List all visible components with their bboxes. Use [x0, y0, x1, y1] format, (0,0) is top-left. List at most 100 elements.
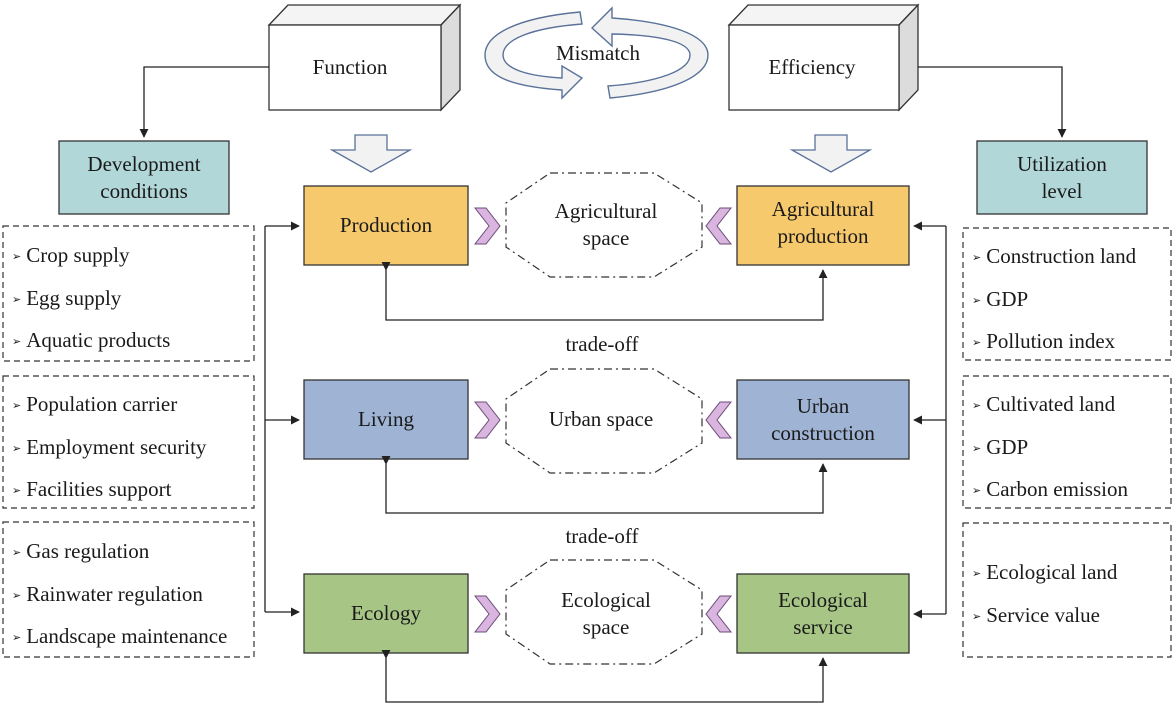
- bullet-arrow-icon: ➢: [12, 441, 22, 455]
- space-label: Agricultural: [555, 199, 658, 223]
- living-label: Living: [358, 407, 414, 431]
- left-list-box: [2, 225, 255, 362]
- right-list-box: [962, 227, 1172, 361]
- space-label: space: [583, 615, 630, 639]
- bullet-arrow-icon: ➢: [972, 484, 982, 497]
- side-box-line: Development: [87, 152, 200, 176]
- list-item-label: Ecological land: [986, 560, 1118, 584]
- list-item-label: Landscape maintenance: [26, 624, 228, 648]
- mismatch-label: Mismatch: [556, 41, 640, 65]
- left-list-box: [2, 521, 255, 658]
- right-list-ecology: ➢ Ecological land ➢ Service value: [972, 553, 1117, 638]
- right-list-production: ➢ Construction land ➢ GDP ➢ Pollution index: [972, 237, 1136, 365]
- tradeoff-connector: [381, 261, 828, 321]
- list-item-label: Gas regulation: [26, 539, 150, 563]
- efficiency-box-line: Agricultural: [772, 197, 875, 221]
- left-list-living: ➢ Population carrier ➢ Employment security…: [12, 385, 206, 513]
- list-item: ➢Aquatic products: [12, 321, 170, 364]
- living-box: [303, 379, 469, 460]
- bullet-arrow-icon: ➢: [12, 484, 22, 497]
- ecology-label: Ecology: [351, 601, 421, 625]
- list-item: ➢ GDP: [972, 280, 1136, 323]
- ecological-space-octagon: [505, 559, 703, 665]
- list-item-label: Pollution index: [986, 329, 1116, 353]
- space-label: Ecological: [561, 588, 651, 612]
- list-item-label: Employment security: [26, 434, 207, 459]
- list-item: ➢Carbon emission: [972, 470, 1128, 513]
- list-item-label: GDP: [986, 286, 1029, 311]
- bullet-arrow-icon: ➢: [972, 336, 982, 349]
- chevron-left-icon: [705, 595, 733, 633]
- utilization-level-box: Utilization level: [976, 140, 1148, 215]
- chevron-right-icon: [473, 401, 501, 439]
- list-item: ➢ Population carrier: [12, 385, 206, 428]
- bullet-arrow-icon: ➢: [972, 609, 982, 623]
- right-list-box: [962, 522, 1172, 658]
- efficiency-box-line: production: [778, 224, 869, 248]
- tradeoff-label: trade-off: [565, 332, 638, 356]
- chevron-left-icon: [705, 207, 733, 245]
- list-item: ➢ Egg supply: [12, 279, 170, 322]
- left-list-production: ➢ Crop supply ➢ Egg supply ➢Aquatic produc…: [12, 236, 170, 364]
- ecology-box: [303, 573, 469, 654]
- space-label: space: [583, 226, 630, 250]
- right-list-living: ➢Cultivated land ➢ GDP ➢Carbon emission: [972, 385, 1128, 513]
- list-item: ➢ Gas regulation: [12, 532, 227, 575]
- list-item-label: Service value: [986, 602, 1100, 627]
- list-item: ➢Cultivated land: [972, 385, 1128, 428]
- chevron-right-icon: [473, 207, 501, 245]
- down-arrow-icon: [329, 134, 413, 173]
- bullet-arrow-icon: ➢: [972, 293, 982, 307]
- list-item-label: Rainwater regulation: [26, 581, 203, 606]
- agricultural-production-box: [736, 185, 910, 266]
- production-label: Production: [340, 213, 433, 237]
- space-label: Urban space: [549, 407, 653, 431]
- efficiency-box-line: Ecological: [778, 588, 868, 612]
- list-item-label: Crop supply: [26, 243, 130, 267]
- bullet-arrow-icon: ➢: [12, 546, 22, 559]
- list-item-label: GDP: [986, 434, 1029, 459]
- list-item-label: Facilities support: [26, 477, 172, 501]
- chevron-right-icon: [473, 595, 501, 633]
- list-item: ➢ Pollution index: [972, 322, 1136, 365]
- left-list-box: [2, 375, 255, 509]
- right-list-box: [962, 375, 1172, 509]
- efficiency-box-line: Urban: [797, 394, 850, 418]
- tradeoff-connector: [381, 649, 828, 703]
- bullet-arrow-icon: ➢: [12, 588, 22, 602]
- left-list-ecology: ➢ Gas regulation ➢ Rainwater regulation ➢ L…: [12, 532, 227, 660]
- efficiency-label: Efficiency: [768, 55, 856, 79]
- bullet-arrow-icon: ➢: [12, 631, 22, 644]
- bullet-arrow-icon: ➢: [12, 292, 22, 306]
- list-item: ➢ Crop supply: [12, 236, 170, 279]
- function-label: Function: [313, 55, 388, 79]
- list-item: ➢ Facilities support: [12, 470, 206, 513]
- efficiency-cube: Efficiency: [727, 3, 920, 112]
- ecological-service-box: [736, 573, 910, 654]
- bullet-arrow-icon: ➢: [972, 567, 982, 580]
- list-item: ➢ GDP: [972, 428, 1128, 471]
- connector-line: [139, 66, 269, 138]
- list-item: ➢ Construction land: [972, 237, 1136, 280]
- list-item: ➢ Employment security: [12, 428, 206, 471]
- side-box-line: conditions: [100, 179, 188, 203]
- tradeoff-label: trade-off: [565, 524, 638, 548]
- list-item: ➢ Service value: [972, 596, 1117, 639]
- bullet-arrow-icon: ➢: [12, 399, 22, 412]
- list-item-label: Construction land: [986, 244, 1137, 268]
- agricultural-space-octagon: [505, 172, 703, 278]
- bullet-arrow-icon: ➢: [972, 251, 982, 264]
- side-box-line: level: [1042, 179, 1083, 203]
- bullet-arrow-icon: ➢: [972, 441, 982, 455]
- bullet-arrow-icon: ➢: [12, 335, 22, 348]
- efficiency-box-line: service: [793, 615, 852, 639]
- side-box-line: Utilization: [1017, 152, 1107, 176]
- bullet-arrow-icon: ➢: [12, 250, 22, 263]
- list-item: ➢ Ecological land: [972, 553, 1117, 596]
- tradeoff-connector: [381, 455, 828, 514]
- list-item-label: Population carrier: [26, 392, 178, 416]
- list-item: ➢ Landscape maintenance: [12, 617, 227, 660]
- bullet-arrow-icon: ➢: [972, 399, 982, 412]
- list-item-label: Egg supply: [26, 285, 122, 310]
- development-conditions-box: Development conditions: [58, 140, 230, 215]
